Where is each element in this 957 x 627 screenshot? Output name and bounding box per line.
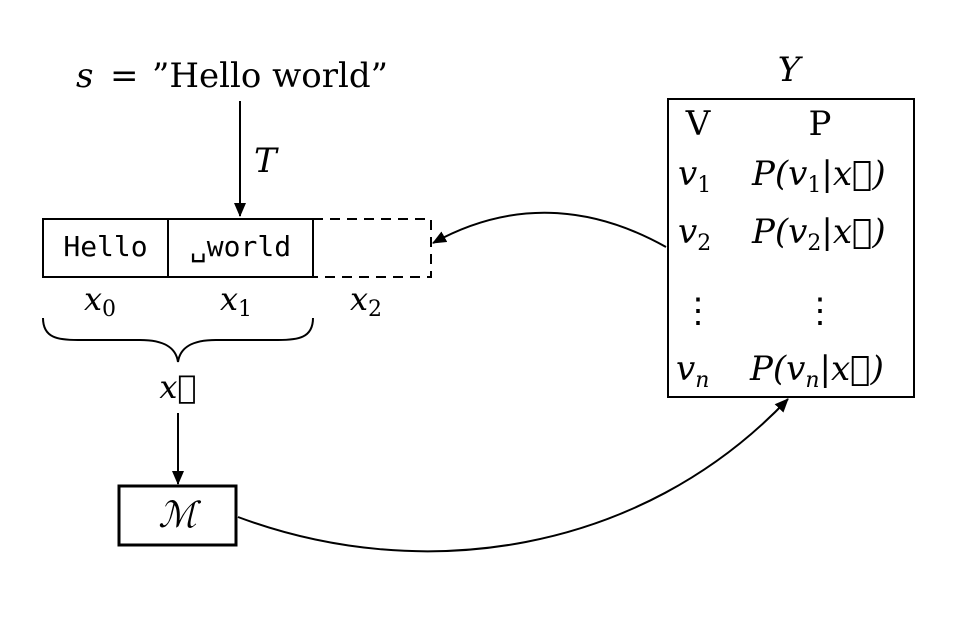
prob-ellipsis: ⋮ <box>803 291 837 331</box>
sequence-vector-label: x⃗ <box>159 368 196 406</box>
vocab-cell: v2 <box>678 212 711 256</box>
vocab-ellipsis: ⋮ <box>681 291 715 331</box>
prob-cell: P(v2|x⃗) <box>751 212 886 256</box>
next-token-slot <box>313 218 432 278</box>
token-index-labels: x0 x1 x2 <box>84 280 382 322</box>
output-table-border <box>667 98 915 398</box>
token-sequence: Hello ␣world <box>42 218 432 278</box>
vocab-cell: vn <box>676 349 709 393</box>
input-string-value: ”Hello world” <box>152 56 388 96</box>
token-box-1 <box>167 218 314 278</box>
model-label: ℳ <box>158 495 201 536</box>
index-label-x1: x1 <box>220 280 252 322</box>
index-label-x0: x0 <box>84 280 116 322</box>
prob-cell: P(v1|x⃗) <box>751 154 886 198</box>
sequence-brace <box>42 317 314 363</box>
output-to-next-token-arrow <box>432 211 667 248</box>
input-string: s = ”Hello world” <box>76 56 388 96</box>
model-box: ℳ <box>117 484 238 547</box>
model-to-output-arrow <box>237 398 789 553</box>
input-string-equals: = <box>110 56 139 96</box>
token-text-1: ␣world <box>190 230 291 263</box>
prob-cell: P(vn|x⃗) <box>749 349 884 393</box>
output-distribution: Y V P v1 P(v1|x⃗) v2 P(v2|x⃗) ⋮ ⋮ vn P(v… <box>667 50 915 398</box>
input-string-var: s <box>76 56 93 96</box>
prob-header: P <box>809 104 832 144</box>
vocab-header: V <box>685 104 712 144</box>
model-box-border <box>117 484 238 547</box>
output-table-title: Y <box>778 50 804 90</box>
tokenizer-label: T <box>254 141 279 181</box>
vocab-cell: v1 <box>678 154 711 198</box>
index-label-x2: x2 <box>350 280 382 322</box>
token-text-0: Hello <box>63 230 147 263</box>
